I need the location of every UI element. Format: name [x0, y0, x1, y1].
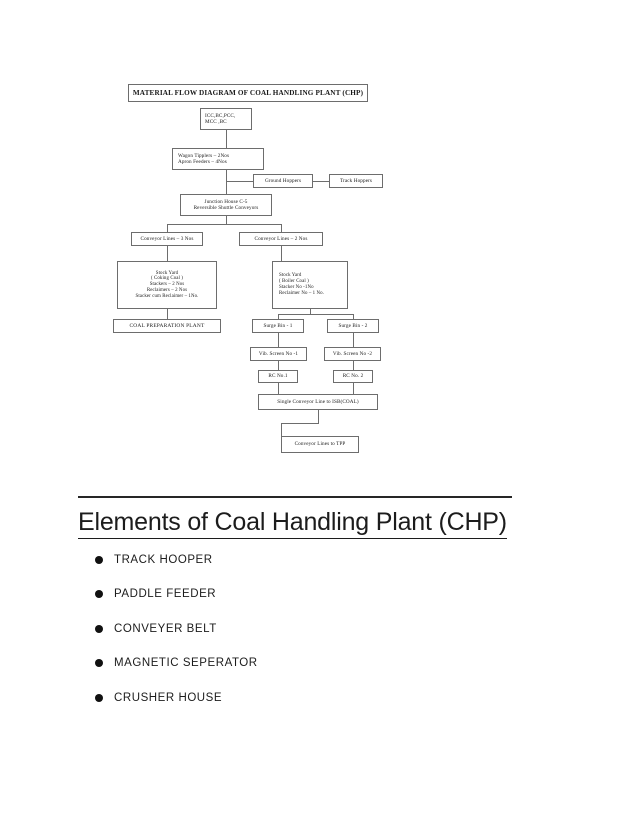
vib-screen-1-label: Vib. Screen No -1 [258, 350, 299, 357]
connector-surge-bin-1-to-screen-1 [278, 333, 279, 347]
connector-rc-2-to-single-conveyor [353, 383, 354, 394]
list-item-label: MAGNETIC SEPERATOR [114, 657, 258, 670]
connector-junction-house-split [167, 224, 281, 225]
section-divider-wrap [78, 480, 560, 498]
diagram-title-box: MATERIAL FLOW DIAGRAM OF COAL HANDLING P… [128, 84, 368, 102]
node-junction-house: Junction House C-5 Reversible Shuttle Co… [180, 194, 272, 216]
connector-to-surge-bin-2 [353, 314, 354, 319]
node-rc-1: RC No.1 [258, 370, 298, 383]
stock-yard-coking-line-4: Reclaimers – 2 Nos [146, 287, 188, 293]
bullet-icon [95, 693, 103, 702]
connector-to-surge-bin-1 [278, 314, 279, 319]
list-item-label: CONVEYER BELT [114, 622, 217, 635]
list-item: MAGNETIC SEPERATOR [0, 658, 638, 670]
stock-yard-boiler-line-3: Stacker No -1No [279, 285, 314, 290]
node-track-hoppers: Track Hoppers [329, 174, 383, 188]
control-room-line-2: MCC ,BC [205, 119, 227, 125]
connector-control-room-to-wagon-tippler [226, 130, 227, 148]
node-single-conveyor-isb: Single Conveyor Line to ISB(COAL) [258, 394, 378, 410]
connector-jog-to-tpp [281, 423, 282, 436]
vib-screen-2-label: Vib. Screen No -2 [332, 350, 373, 357]
coal-preparation-plant-label: COAL PREPARATION PLANT [129, 322, 205, 329]
junction-house-line-2: Reversible Shuttle Conveyors [193, 205, 259, 211]
stock-yard-coking-line-2: ( Coking Coal ) [150, 276, 184, 282]
conveyor-lines-3-label: Conveyor Lines – 3 Nos [140, 235, 194, 242]
conveyor-lines-tpp-label: Conveyor Lines to TPP [294, 441, 346, 448]
connector-isb-stem [318, 410, 319, 423]
connector-ground-to-track-hoppers [313, 181, 329, 182]
list-item-label: TRACK HOOPER [114, 553, 213, 566]
bullet-icon [95, 659, 103, 668]
node-surge-bin-1: Surge Bin - 1 [252, 319, 304, 333]
connector-conveyor-3-to-stockyard-coking [167, 246, 168, 261]
connector-junction-house-stem [226, 216, 227, 224]
node-conveyor-lines-2: Conveyor Lines – 2 Nos [239, 232, 323, 246]
rc-1-label: RC No.1 [268, 373, 288, 380]
wagon-tippler-line-1: Wagon Tipplers – 2Nos [178, 152, 230, 159]
page-title: Elements of Coal Handling Plant (CHP) [78, 508, 507, 539]
material-flow-diagram: MATERIAL FLOW DIAGRAM OF COAL HANDLING P… [113, 84, 383, 453]
surge-bin-1-label: Surge Bin - 1 [263, 322, 293, 329]
surge-bin-2-label: Surge Bin - 2 [338, 322, 368, 329]
stock-yard-boiler-line-4: Reclaimer No – 1 No. [279, 290, 325, 296]
stock-yard-boiler-line-2: ( Boiler Coal ) [279, 279, 309, 285]
rc-2-label: RC No. 2 [342, 373, 364, 380]
control-room-line-1: ICC,BC,PCC, [205, 112, 236, 119]
diagram-title-text: MATERIAL FLOW DIAGRAM OF COAL HANDLING P… [132, 88, 364, 97]
connector-to-conveyor-lines-2 [281, 224, 282, 232]
conveyor-lines-2-label: Conveyor Lines – 2 Nos [254, 235, 308, 242]
elements-section: Elements of Coal Handling Plant (CHP) TR… [0, 480, 638, 727]
stock-yard-coking-line-5: Stacker cum Reclaimer – 1No. [135, 293, 199, 299]
connector-screen-2-to-rc-2 [353, 361, 354, 370]
bullet-icon [95, 555, 103, 564]
track-hoppers-label: Track Hoppers [339, 177, 373, 184]
node-rc-2: RC No. 2 [333, 370, 373, 383]
node-conveyor-lines-tpp: Conveyor Lines to TPP [281, 436, 359, 453]
connector-to-conveyor-lines-3 [167, 224, 168, 232]
junction-house-line-1: Junction House C-5 [204, 198, 248, 205]
section-divider [78, 496, 512, 498]
connector-screen-1-to-rc-1 [278, 361, 279, 370]
list-item: CRUSHER HOUSE [0, 691, 638, 705]
connector-surge-bin-2-to-screen-2 [353, 333, 354, 347]
list-item: PADDLE FEEDER [0, 589, 638, 601]
connector-surge-bin-split [278, 314, 353, 315]
node-ground-hoppers: Ground Hoppers [253, 174, 313, 188]
node-vib-screen-1: Vib. Screen No -1 [250, 347, 307, 361]
stock-yard-coking-line-3: Stackers – 2 Nos [149, 282, 185, 288]
connector-branch-to-ground-hoppers [226, 181, 253, 182]
node-vib-screen-2: Vib. Screen No -2 [324, 347, 381, 361]
node-stock-yard-coking: Stock Yard ( Coking Coal ) Stackers – 2 … [117, 261, 217, 309]
connector-wagon-tippler-trunk [226, 170, 227, 195]
stock-yard-boiler-line-1: Stock Yard [279, 273, 302, 279]
connector-stockyard-boiler-stem [310, 309, 311, 314]
list-item-label: CRUSHER HOUSE [114, 691, 223, 704]
connector-isb-jog [281, 423, 319, 424]
list-item-label: PADDLE FEEDER [114, 588, 217, 601]
node-wagon-tippler: Wagon Tipplers – 2Nos Apron Feeders – 4N… [172, 148, 264, 170]
node-stock-yard-boiler: Stock Yard ( Boiler Coal ) Stacker No -1… [272, 261, 348, 309]
node-surge-bin-2: Surge Bin - 2 [327, 319, 379, 333]
connector-stockyard-coking-to-cpp [167, 309, 168, 319]
stock-yard-coking-line-1: Stock Yard [155, 270, 179, 276]
node-conveyor-lines-3: Conveyor Lines – 3 Nos [131, 232, 203, 246]
list-item: TRACK HOOPER [0, 553, 638, 567]
elements-list: TRACK HOOPER PADDLE FEEDER CONVEYER BELT… [0, 553, 638, 705]
connector-rc-1-to-single-conveyor [278, 383, 279, 394]
wagon-tippler-line-2: Apron Feeders – 4Nos [178, 159, 227, 165]
bullet-icon [95, 624, 103, 633]
single-conveyor-isb-label: Single Conveyor Line to ISB(COAL) [277, 398, 359, 405]
node-control-room: ICC,BC,PCC, MCC ,BC [200, 108, 252, 130]
node-coal-preparation-plant: COAL PREPARATION PLANT [113, 319, 221, 333]
list-item: CONVEYER BELT [0, 622, 638, 636]
bullet-icon [95, 590, 103, 599]
connector-conveyor-2-to-stockyard-boiler [281, 246, 282, 261]
ground-hoppers-label: Ground Hoppers [264, 177, 302, 184]
